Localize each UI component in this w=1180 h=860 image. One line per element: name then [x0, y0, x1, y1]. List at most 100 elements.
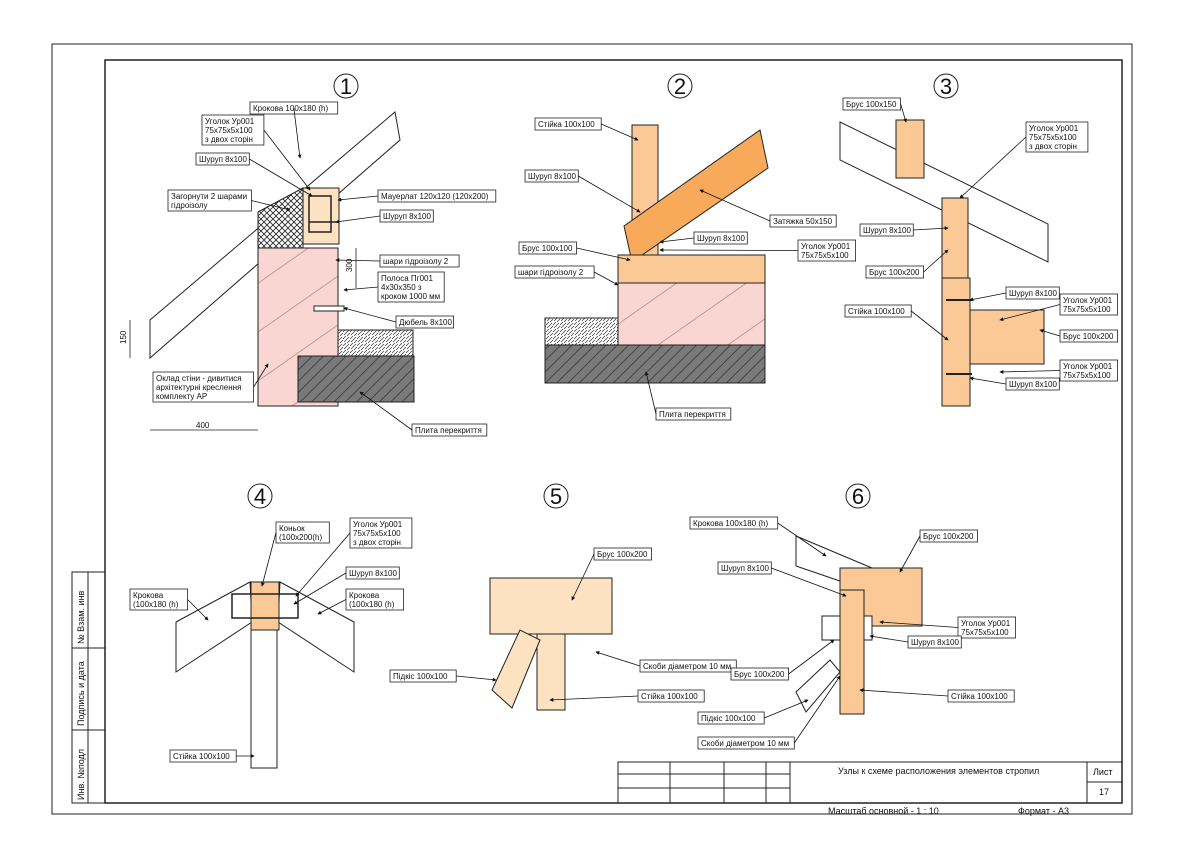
- angle-bracket: [231, 593, 299, 619]
- callout-label: Шуруп 8x100: [969, 376, 1060, 391]
- dowel: [313, 305, 345, 312]
- callout-label: Шуруп 8x100: [335, 209, 434, 224]
- node-6: 6: [795, 483, 923, 715]
- callout-text: Брус 100x200: [869, 268, 920, 277]
- callout-text: архітектурні креслення: [156, 383, 241, 392]
- brace: [795, 659, 841, 713]
- node-4: 4: [175, 483, 355, 769]
- floor-slab: [544, 344, 766, 384]
- title-block: Узлы к схеме расположения элементов стро…: [617, 761, 1123, 816]
- node-number: 2: [674, 74, 686, 99]
- callout-text: Шуруп 8x100: [863, 226, 912, 235]
- callout-label: Стійка 100x100: [844, 304, 949, 341]
- callout-text: Брус 100x100: [522, 244, 573, 253]
- callout-text: 75x75x5x100: [801, 251, 849, 260]
- callout-text: Шуруп 8x100: [911, 638, 960, 647]
- sheet-scale: Масштаб основной - 1 : 10: [828, 806, 939, 816]
- callout-label: Дюбель 8x100: [343, 306, 454, 329]
- node-number: 4: [254, 484, 266, 509]
- angle-bracket: [308, 195, 332, 233]
- callout-label: Стійка 100x100: [549, 689, 705, 703]
- callout-text: кроком 1000 мм: [381, 292, 440, 301]
- callout-label: Шуруп 8x100: [969, 286, 1060, 302]
- callout-label: Крокова 100x180 (h): [689, 516, 827, 557]
- callout-text: Брус 100x200: [734, 670, 785, 679]
- stamp-inv-podl: Инв. №подл: [76, 749, 86, 800]
- side-stamp: Инв. №подл Подпись и дата № Взам. инв: [71, 571, 106, 804]
- callout-text: комплекту АР: [156, 392, 207, 401]
- callout-label: Підкіс 100x100: [697, 699, 809, 725]
- callout-text: Шуруп 8x100: [697, 234, 746, 243]
- callout-text: Уголок Ур001: [1063, 296, 1113, 305]
- callout-text: Стійка 100x100: [538, 120, 595, 129]
- callout-label: Коньок(100x200(h): [260, 521, 330, 587]
- callout-label: Брус 100x200: [730, 639, 835, 681]
- callout-text: Підкіс 100x100: [701, 714, 756, 723]
- callout-text: Затяжка 50x150: [773, 217, 833, 226]
- callout-text: Уголок Ур001: [961, 619, 1011, 628]
- rafter: [839, 121, 1049, 263]
- callout-text: 75x75x5x100: [1029, 133, 1077, 142]
- node-number: 1: [340, 74, 352, 99]
- callout-text: Оклад стіни - дивитися: [156, 374, 242, 383]
- callout-text: Шуруп 8x100: [349, 569, 398, 578]
- callout-text: з двох сторін: [205, 135, 253, 144]
- callout-text: Скоби діаметром 10 мм: [643, 662, 731, 671]
- callout-text: Стійка 100x100: [173, 752, 230, 761]
- stamp-vzam-inv: № Взам. инв: [76, 591, 86, 644]
- sheet-number: 17: [1099, 787, 1109, 797]
- callout-text: 75x75x5x100: [205, 126, 253, 135]
- callout-label: Шуруп 8x100: [869, 634, 962, 649]
- callout-text: Брус 100x150: [846, 100, 897, 109]
- callout-label: Брус 100x200: [899, 529, 978, 573]
- callout-label: Брус 100x100: [518, 241, 631, 262]
- callout-label: Затяжка 50x150: [699, 189, 837, 228]
- callout-text: Уголок Ур001: [801, 242, 851, 251]
- callout-label: шари гідроізолу 2: [514, 265, 619, 286]
- callout-text: Підкіс 100x100: [393, 672, 448, 681]
- beam-100x200: [489, 577, 613, 635]
- callout-label: Стійка 100x100: [534, 117, 639, 141]
- callout-text: з двох сторін: [353, 538, 401, 547]
- callout-text: Плита перекриття: [415, 426, 482, 435]
- stamp-signature-date: Подпись и дата: [76, 661, 86, 726]
- node-2: 2: [544, 73, 769, 384]
- callout-text: шари гідроізолу 2: [518, 268, 584, 277]
- outer-frame: [51, 43, 1133, 815]
- node-number: 6: [852, 484, 864, 509]
- gravel-layer: [337, 329, 414, 357]
- callout-text: 75x75x5x100: [1063, 371, 1111, 380]
- callout-label: Брус 100x200: [865, 249, 949, 279]
- callout-text: Крокова 100x180 (h): [253, 104, 328, 113]
- callout-text: Шуруп 8x100: [528, 172, 577, 181]
- callout-label: Брус 100x200: [1039, 329, 1118, 343]
- callout-text: 75x75x5x100: [961, 628, 1009, 637]
- brace: [491, 629, 541, 709]
- callout-text: шари гідроізолу 2: [383, 257, 449, 266]
- callout-text: гідроізолу: [171, 201, 208, 210]
- dimension-value: 150: [119, 330, 128, 344]
- ridge-beam: [250, 581, 280, 631]
- node-1: 1: [149, 73, 415, 407]
- callout-text: Уголок Ур001: [1063, 362, 1113, 371]
- callout-label: Плита перекриття: [359, 391, 488, 437]
- callout-text: (100x200(h): [279, 533, 322, 542]
- callout-text: Шуруп 8x100: [1009, 380, 1058, 389]
- callout-text: Мауерлат 120x120 (120x200): [381, 192, 489, 201]
- callout-text: Брус 100x200: [597, 550, 648, 559]
- callout-text: Уголок Ур001: [1029, 124, 1079, 133]
- sheet-label: Лист: [1093, 767, 1113, 777]
- beam-100x150: [895, 119, 925, 179]
- gravel-layer: [544, 317, 619, 346]
- post: [839, 589, 865, 715]
- node-number: 5: [550, 484, 562, 509]
- post: [941, 277, 971, 407]
- wall: [617, 282, 766, 346]
- sheet-format: Формат - А3: [1018, 806, 1069, 816]
